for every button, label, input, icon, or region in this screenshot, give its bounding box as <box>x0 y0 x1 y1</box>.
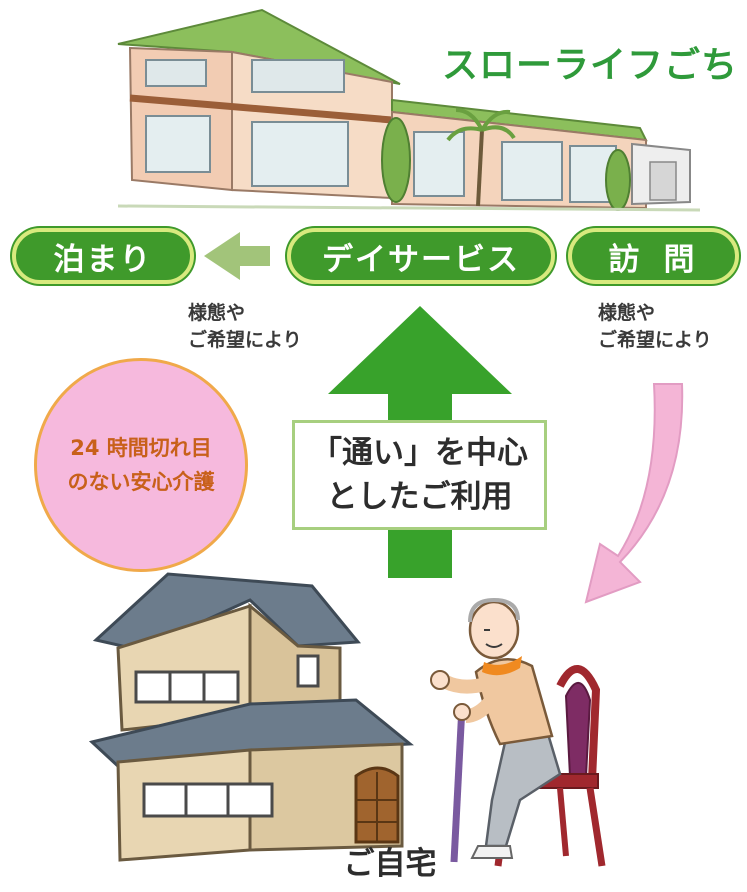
center-message-line1: 「通い」を中心 <box>311 435 528 471</box>
care-facility-illustration <box>117 8 701 212</box>
center-message-line2: としたご利用 <box>326 479 513 515</box>
center-message-box: 「通い」を中心 としたご利用 <box>292 420 547 530</box>
note-left: 様態や ご希望により <box>188 300 302 354</box>
note-left-line2: ご希望により <box>188 329 302 351</box>
brand-title: スローライフごち <box>442 45 739 86</box>
elderly-person-illustration <box>430 597 606 867</box>
care-badge: 24 時間切れ目 のない安心介護 <box>34 358 248 572</box>
care-badge-line2: のない安心介護 <box>67 470 215 494</box>
pill-visit: 訪問 <box>568 228 739 284</box>
pill-stay: 泊まり <box>12 228 194 284</box>
note-left-line1: 様態や <box>188 302 246 324</box>
note-right: 様態や ご希望により <box>598 300 712 354</box>
care-badge-line1: 24 時間切れ目 <box>70 436 212 460</box>
pill-day-service: デイサービス <box>287 228 555 284</box>
note-right-line2: ご希望により <box>598 329 712 351</box>
house-illustration <box>88 572 414 862</box>
home-label: ご自宅 <box>343 846 437 882</box>
note-right-line1: 様態や <box>598 302 656 324</box>
arrow-to-home <box>584 383 684 604</box>
arrow-to-stay <box>204 232 270 280</box>
